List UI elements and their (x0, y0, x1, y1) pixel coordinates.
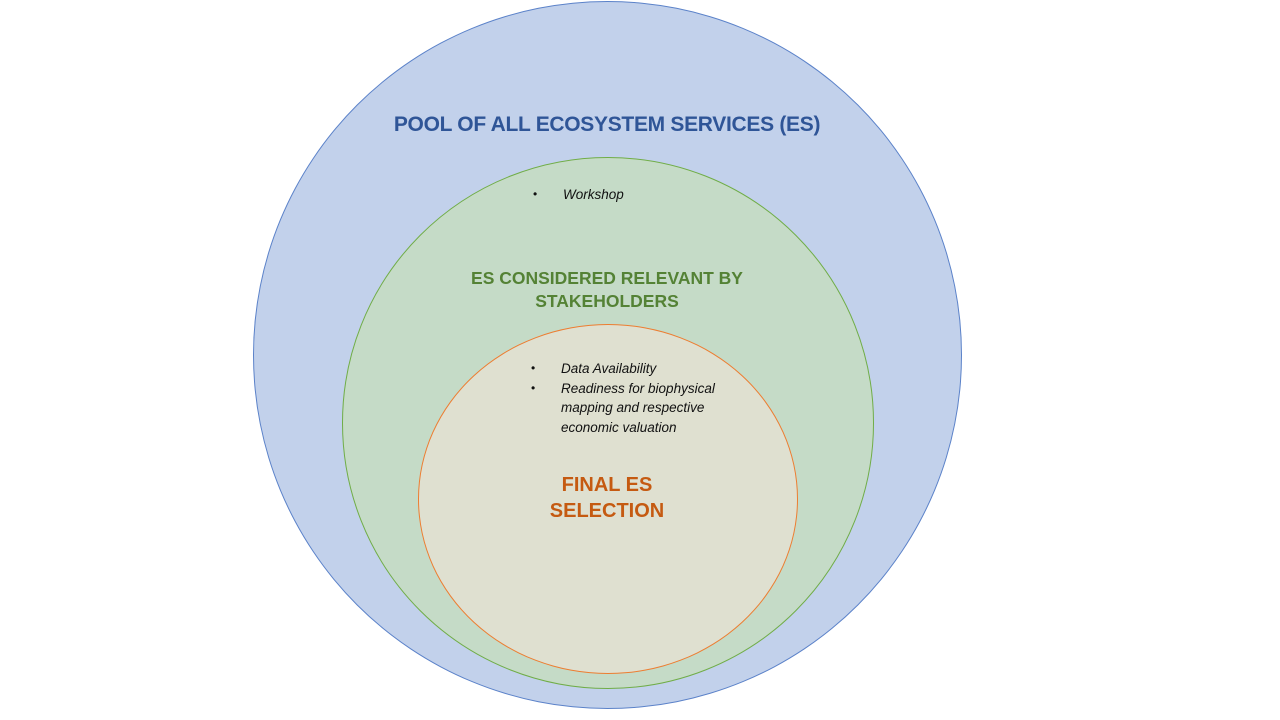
criterion-text: Workshop (563, 187, 624, 202)
inner-circle-label: FINAL ES SELECTION (549, 474, 665, 522)
inner-circle-criteria-list: • Data Availability • Readiness for biop… (531, 359, 731, 437)
criterion-text: Readiness for biophysical mapping and re… (561, 380, 715, 435)
bullet-icon: • (531, 361, 536, 375)
middle-circle-label: ES CONSIDERED RELEVANT BY STAKEHOLDERS (471, 268, 743, 311)
bullet-icon: • (531, 380, 536, 395)
list-item: • Workshop (533, 185, 733, 205)
middle-circle-criteria-list: • Workshop (533, 185, 733, 205)
bullet-icon: • (533, 187, 538, 201)
inner-circle-final-es (418, 324, 798, 674)
outer-circle-label: POOL OF ALL ECOSYSTEM SERVICES (ES) (393, 113, 821, 136)
list-item: • Readiness for biophysical mapping and … (531, 379, 731, 438)
list-item: • Data Availability (531, 359, 731, 379)
criterion-text: Data Availability (561, 361, 657, 376)
